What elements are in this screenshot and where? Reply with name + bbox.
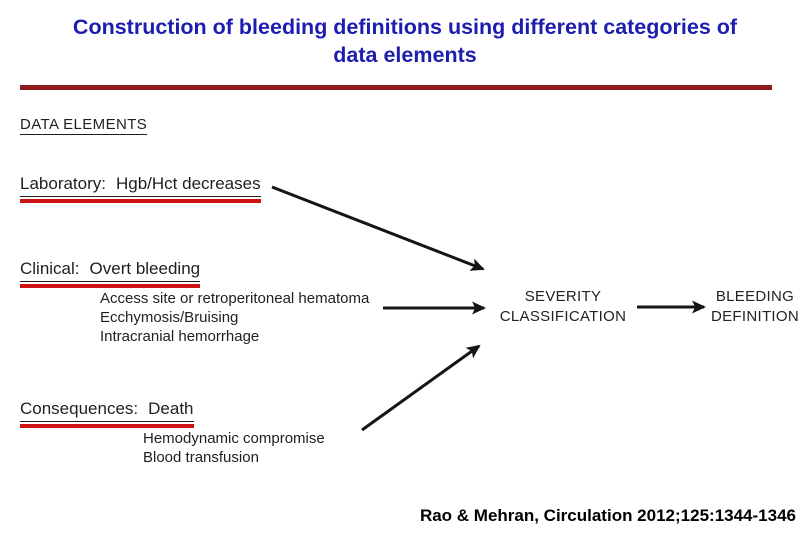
- category-clinical-items: Access site or retroperitoneal hematoma …: [100, 289, 369, 346]
- bleeding-definition-node: BLEEDING DEFINITION: [711, 288, 799, 325]
- slide-title-line-1: Construction of bleeding definitions usi…: [72, 15, 738, 39]
- category-consequences-heading: Consequences: Death: [20, 399, 194, 428]
- red-underline: [20, 423, 194, 428]
- category-laboratory: Laboratory: Hgb/Hct decreases: [20, 174, 261, 203]
- category-consequences-items: Hemodynamic compromise Blood transfusion: [143, 429, 325, 467]
- category-laboratory-term: Hgb/Hct decreases: [116, 174, 261, 193]
- list-item: Access site or retroperitoneal hematoma: [100, 290, 370, 307]
- category-clinical-label: Clinical:: [20, 259, 80, 278]
- list-item: Intracranial hemorrhage: [100, 328, 260, 345]
- slide-title: Construction of bleeding definitions usi…: [0, 14, 810, 70]
- arrow-laboratory-to-severity: [271, 185, 485, 271]
- red-underline: [20, 198, 261, 203]
- data-elements-heading: DATA ELEMENTS: [20, 116, 148, 135]
- category-clinical-heading: Clinical: Overt bleeding: [20, 259, 201, 288]
- list-item: Hemodynamic compromise: [143, 430, 325, 447]
- title-divider-rule: [20, 85, 772, 90]
- category-consequences-term: Death: [148, 399, 194, 418]
- category-clinical: Clinical: Overt bleeding Access site or r…: [20, 259, 369, 346]
- arrow-consequences-to-severity: [361, 344, 481, 432]
- category-laboratory-label: Laboratory:: [20, 174, 106, 193]
- category-consequences: Consequences: Death Hemodynamic compromis…: [20, 399, 325, 467]
- citation-text: Rao & Mehran, Circulation 2012;125:1344-…: [419, 506, 796, 525]
- category-laboratory-heading: Laboratory: Hgb/Hct decreases: [20, 174, 261, 203]
- list-item: Ecchymosis/Bruising: [100, 309, 239, 326]
- slide-title-line-2: data elements: [333, 42, 477, 67]
- list-item: Blood transfusion: [143, 449, 259, 466]
- severity-classification-node: SEVERITY CLASSIFICATION: [499, 288, 627, 325]
- category-consequences-label: Consequences:: [20, 399, 139, 418]
- category-clinical-term: Overt bleeding: [89, 259, 201, 278]
- red-underline: [20, 283, 201, 288]
